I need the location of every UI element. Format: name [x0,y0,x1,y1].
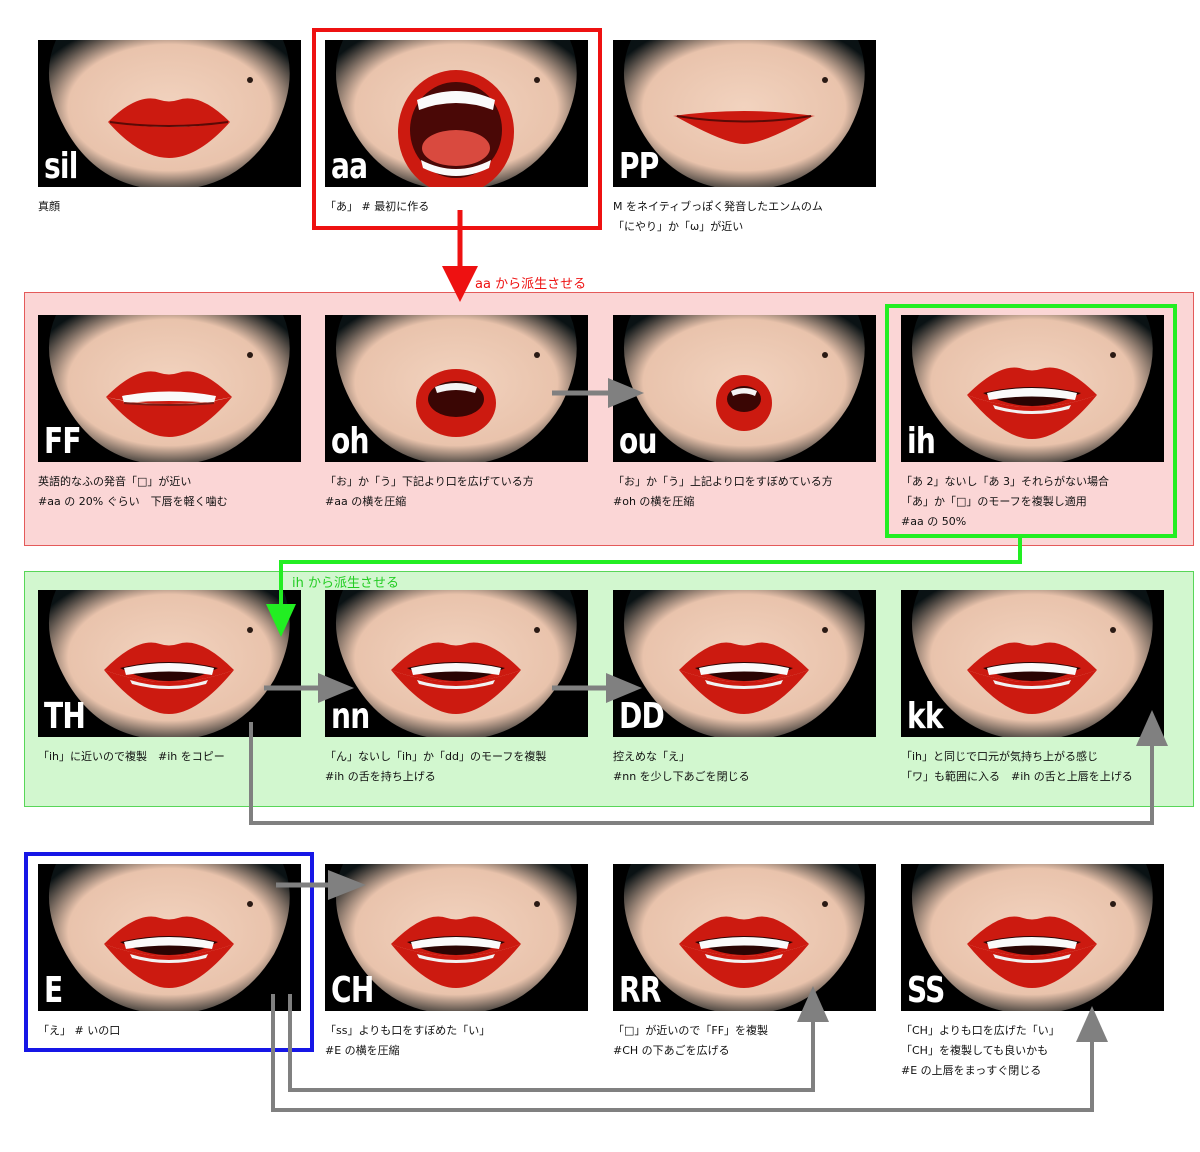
viseme-code: SS [907,970,945,1011]
face-image [901,864,1164,1011]
viseme-code: ou [619,421,658,462]
description-line: #aa の 50% [901,515,967,528]
description-line: 「にやり」か「ω」が近い [613,220,744,233]
description-line: 「ih」に近いので複製 #ih をコピー [38,750,225,763]
viseme-description-aa: 「あ」 # 最初に作る [325,197,429,217]
face-image [901,315,1164,462]
viseme-description-ih: 「あ 2」ないし「あ 3」それらがない場合「あ」か「□」のモーフを複製し適用 #a… [901,472,1109,532]
description-line: 「あ」か「□」のモーフを複製し適用 [901,495,1087,508]
viseme-code: kk [907,696,944,737]
description-line: #aa の 20% ぐらい 下唇を軽く噛む [38,495,228,508]
description-line: #E の横を圧縮 [325,1044,400,1057]
viseme-code: DD [619,696,665,737]
derived-from-ih-label: ih から派生させる [292,576,399,591]
face-image [325,315,588,462]
viseme-description-th: 「ih」に近いので複製 #ih をコピー [38,747,225,767]
viseme-tile-e: E [38,864,301,1011]
viseme-tile-dd: DD [613,590,876,737]
viseme-tile-rr: RR [613,864,876,1011]
description-line: 「あ 2」ないし「あ 3」それらがない場合 [901,475,1109,488]
viseme-description-ss: 「CH」よりも口を広げた「い」「CH」を複製しても良いかも #E の上唇をまっすぐ… [901,1021,1060,1081]
description-line: 真顔 [38,200,60,213]
ih-highlight-frame [885,304,1177,538]
description-line: 「え」 # いの口 [38,1024,121,1037]
description-line: 「ワ」も範囲に入る #ih の舌と上唇を上げる [901,770,1133,783]
face-image [38,590,301,737]
viseme-description-rr: 「□」が近いので「FF」を複製 #CH の下あごを広げる [613,1021,768,1061]
aa-highlight-frame [312,28,602,230]
viseme-code: PP [619,146,659,187]
face-image [613,864,876,1011]
viseme-tile-ih: ih [901,315,1164,462]
viseme-tile-sil: sil [38,40,301,187]
viseme-description-ou: 「お」か「う」上記より口をすぼめている方 #oh の横を圧縮 [613,472,833,512]
face-image [613,40,876,187]
viseme-tile-pp: PP [613,40,876,187]
description-line: 「お」か「う」下記より口を広げている方 [325,475,534,488]
viseme-description-sil: 真顔 [38,197,60,217]
description-line: #oh の横を圧縮 [613,495,695,508]
viseme-code: TH [44,696,86,737]
viseme-description-ch: 「ss」よりも口をすぼめた「い」 #E の横を圧縮 [325,1021,490,1061]
viseme-code: nn [331,696,370,737]
face-image [325,590,588,737]
viseme-tile-nn: nn [325,590,588,737]
description-line: #nn を少し下あごを閉じる [613,770,750,783]
face-image [901,590,1164,737]
viseme-description-dd: 控えめな「え」 #nn を少し下あごを閉じる [613,747,750,787]
viseme-code: CH [331,970,374,1011]
viseme-tile-th: TH [38,590,301,737]
viseme-description-pp: M をネイティブっぽく発音したエンムのム「にやり」か「ω」が近い [613,197,823,237]
face-image [38,40,301,187]
face-image [325,864,588,1011]
e-highlight-frame [24,852,314,1052]
viseme-tile-kk: kk [901,590,1164,737]
viseme-tile-oh: oh [325,315,588,462]
description-line: M をネイティブっぽく発音したエンムのム [613,200,823,213]
face-image [325,40,588,187]
description-line: 英語的なふの発音「□」が近い [38,475,192,488]
description-line: 「あ」 # 最初に作る [325,200,430,213]
description-line: 「CH」よりも口を広げた「い」 [901,1024,1060,1037]
face-image [38,315,301,462]
description-line: #aa の横を圧縮 [325,495,407,508]
viseme-code: FF [44,421,82,462]
description-line: #ih の舌を持ち上げる [325,770,436,783]
viseme-code: aa [331,146,368,187]
viseme-tile-ss: SS [901,864,1164,1011]
viseme-description-nn: 「ん」ないし「ih」か「dd」のモーフを複製 #ih の舌を持ち上げる [325,747,546,787]
viseme-description-kk: 「ih」と同じで口元が気持ち上がる感じ「ワ」も範囲に入る #ih の舌と上唇を上… [901,747,1133,787]
description-line: 「ん」ないし「ih」か「dd」のモーフを複製 [325,750,547,763]
viseme-tile-ou: ou [613,315,876,462]
viseme-description-ff: 英語的なふの発音「□」が近い #aa の 20% ぐらい 下唇を軽く噛む [38,472,228,512]
viseme-tile-ch: CH [325,864,588,1011]
viseme-description-oh: 「お」か「う」下記より口を広げている方 #aa の横を圧縮 [325,472,534,512]
face-image [38,864,301,1011]
viseme-code: sil [44,146,78,187]
description-line: 「CH」を複製しても良いかも [901,1044,1049,1057]
viseme-code: ih [907,421,936,462]
viseme-code: E [44,970,63,1011]
description-line: 「お」か「う」上記より口をすぼめている方 [613,475,833,488]
description-line: 「ss」よりも口をすぼめた「い」 [325,1024,491,1037]
viseme-description-e: 「え」 # いの口 [38,1021,120,1041]
description-line: 「ih」と同じで口元が気持ち上がる感じ [901,750,1099,763]
viseme-code: oh [331,421,370,462]
viseme-code: RR [619,970,661,1011]
derived-from-aa-label: aa から派生させる [475,277,587,292]
face-image [613,590,876,737]
viseme-tile-ff: FF [38,315,301,462]
face-image [613,315,876,462]
description-line: 「□」が近いので「FF」を複製 [613,1024,769,1037]
description-line: 控えめな「え」 [613,750,690,763]
description-line: #E の上唇をまっすぐ閉じる [901,1064,1042,1077]
viseme-tile-aa: aa [325,40,588,187]
description-line: #CH の下あごを広げる [613,1044,730,1057]
